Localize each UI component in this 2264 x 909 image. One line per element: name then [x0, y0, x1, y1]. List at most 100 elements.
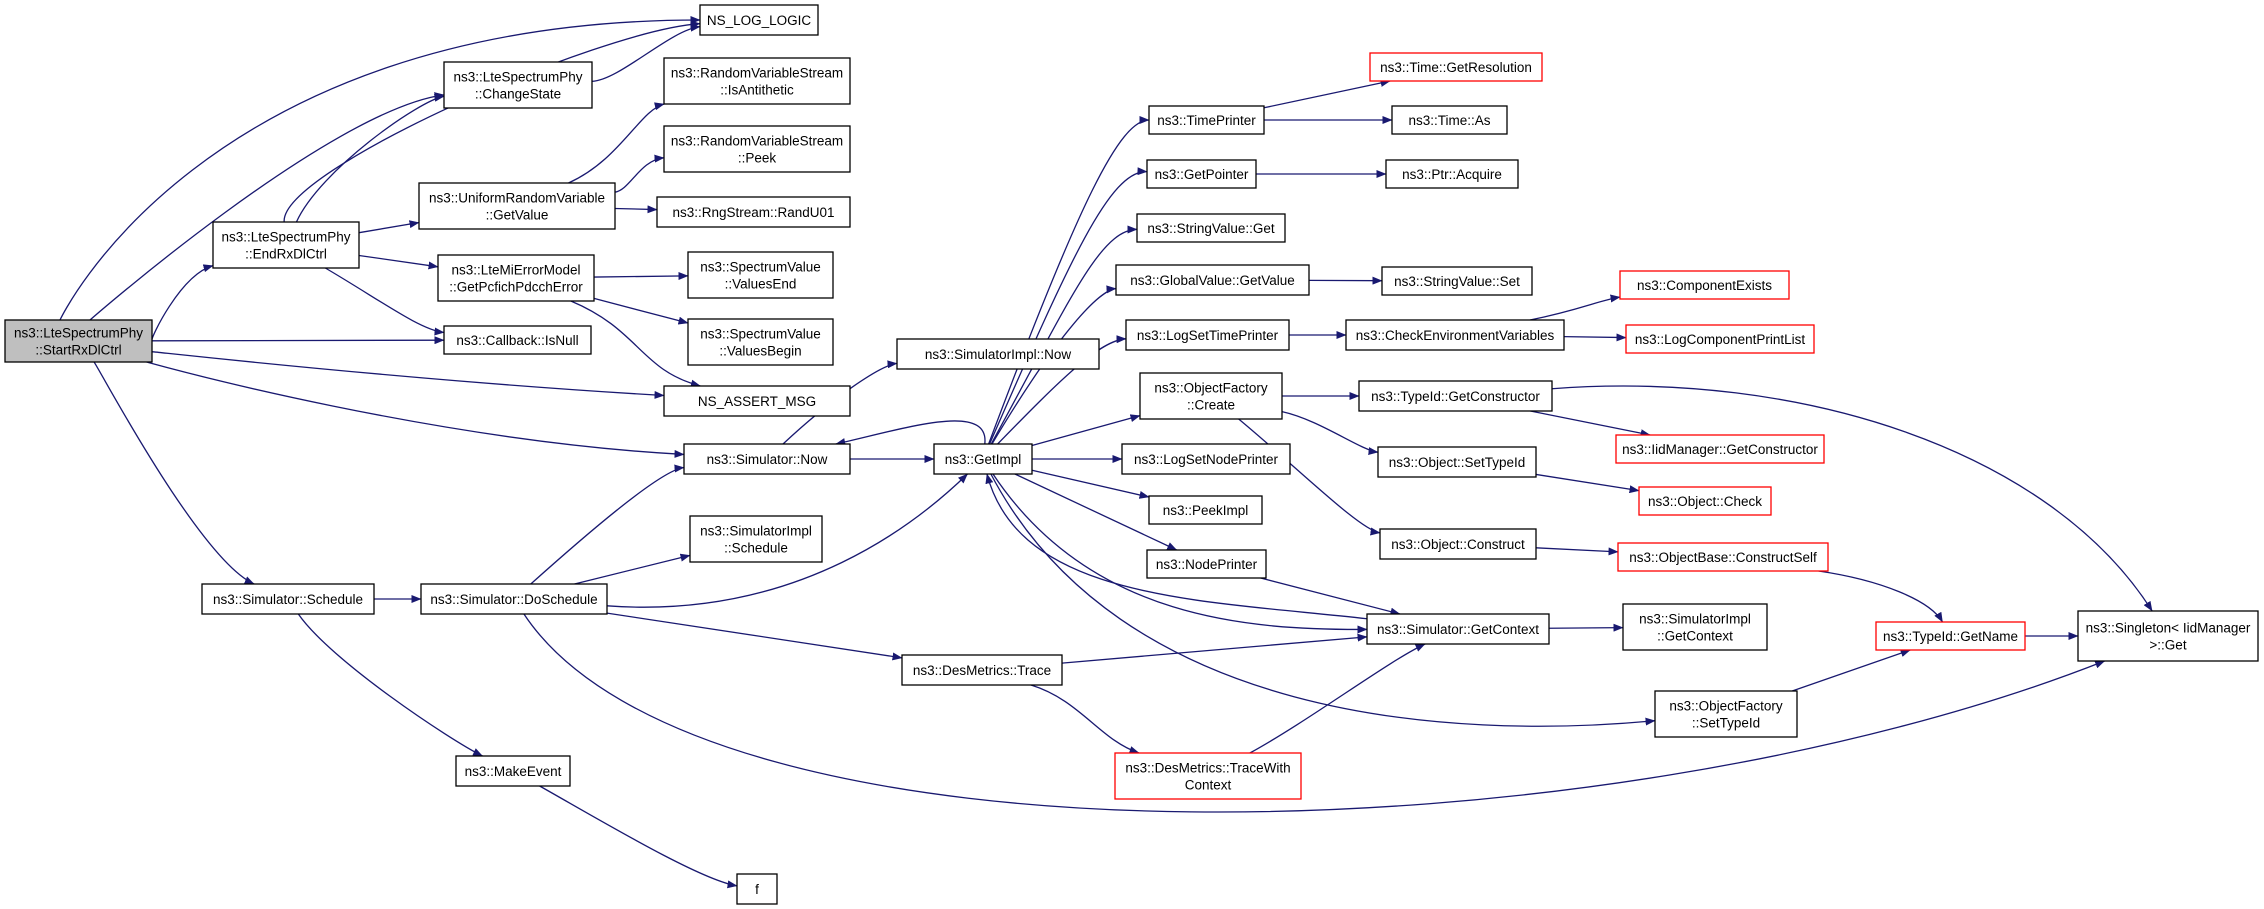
edge-getimpl-to-simnow [835, 420, 986, 446]
node-box [4, 319, 153, 363]
edge-getimpl-to-objfactcreate [1031, 414, 1141, 447]
node-box [687, 251, 834, 299]
node-box [437, 254, 595, 302]
node-objsettypeid[interactable]: ns3::Object::SetTypeId [1377, 446, 1537, 478]
node-objconstruct[interactable]: ns3::Object::Construct [1379, 528, 1537, 560]
node-objfactcreate[interactable]: ns3::ObjectFactory::Create [1139, 372, 1283, 420]
node-timeprinter[interactable]: ns3::TimePrinter [1148, 105, 1265, 135]
node-changestate[interactable]: ns3::LteSpectrumPhy::ChangeState [443, 61, 593, 109]
node-mierr[interactable]: ns3::LteMiErrorModel::GetPcfichPdcchErro… [437, 254, 595, 302]
node-schedule[interactable]: ns3::Simulator::Schedule [201, 583, 375, 615]
edge-urvget-to-randu01 [614, 205, 658, 214]
edge-doschedule-to-getimpl [606, 473, 968, 608]
node-isanti[interactable]: ns3::RandomVariableStream::IsAntithetic [663, 57, 851, 105]
edge-objfactcreate-to-objsettypeid [1281, 410, 1379, 456]
node-simgetctx[interactable]: ns3::Simulator::GetContext [1366, 613, 1550, 645]
node-box [1115, 264, 1310, 296]
node-label: ns3::Simulator::GetContext [1377, 622, 1539, 637]
edge-endrx-to-isnull [324, 267, 445, 336]
node-label: ::IsAntithetic [720, 83, 794, 98]
node-logsetnode[interactable]: ns3::LogSetNodePrinter [1121, 443, 1291, 475]
node-destrace[interactable]: ns3::DesMetrics::Trace [901, 654, 1063, 686]
node-box [1146, 159, 1257, 189]
node-timegetres[interactable]: ns3::Time::GetResolution [1369, 52, 1543, 82]
node-box [663, 385, 851, 417]
node-label: ::Schedule [724, 541, 788, 556]
edge-getimpl-to-simgetctx [992, 473, 1368, 634]
node-start[interactable]: ns3::LteSpectrumPhy::StartRxDlCtrl [4, 319, 153, 363]
node-compexists[interactable]: ns3::ComponentExists [1619, 270, 1790, 300]
edge-mierr-to-assert [570, 300, 701, 388]
node-simimplnow[interactable]: ns3::SimulatorImpl::Now [896, 338, 1100, 370]
node-globalget[interactable]: ns3::GlobalValue::GetValue [1115, 264, 1310, 296]
node-label: ns3::Time::GetResolution [1380, 60, 1532, 75]
node-valbegin[interactable]: ns3::SpectrumValue::ValuesBegin [687, 318, 834, 366]
node-simimplgetctx[interactable]: ns3::SimulatorImpl::GetContext [1622, 603, 1768, 651]
node-objbaseconstruct[interactable]: ns3::ObjectBase::ConstructSelf [1617, 542, 1829, 572]
node-label: ns3::SimulatorImpl::Now [925, 347, 1072, 362]
node-box [420, 583, 608, 615]
node-box [1875, 621, 2026, 651]
node-simnow[interactable]: ns3::Simulator::Now [683, 443, 851, 475]
node-typeidgetname[interactable]: ns3::TypeId::GetName [1875, 621, 2026, 651]
node-objfactsettypeid[interactable]: ns3::ObjectFactory::SetTypeId [1654, 690, 1798, 738]
node-label: ns3::LteSpectrumPhy [221, 230, 350, 245]
node-strvalset[interactable]: ns3::StringValue::Set [1381, 266, 1533, 296]
node-box [212, 221, 360, 269]
node-peekimpl[interactable]: ns3::PeekImpl [1148, 495, 1263, 525]
edge-doschedule-to-destrace [606, 612, 903, 661]
node-nslog[interactable]: NS_LOG_LOGIC [699, 4, 819, 36]
node-box [1622, 603, 1768, 651]
call-nodes: ns3::LteSpectrumPhy::StartRxDlCtrl NS_LOG… [4, 4, 2259, 905]
node-box [1114, 752, 1302, 800]
node-box [1369, 52, 1543, 82]
node-label: ns3::IidManager::GetConstructor [1622, 442, 1818, 457]
node-endrx[interactable]: ns3::LteSpectrumPhy::EndRxDlCtrl [212, 221, 360, 269]
node-label: ns3::Callback::IsNull [456, 333, 578, 348]
node-box [896, 338, 1100, 370]
node-box [1136, 213, 1286, 243]
node-assert[interactable]: NS_ASSERT_MSG [663, 385, 851, 417]
node-peek[interactable]: ns3::RandomVariableStream::Peek [663, 125, 851, 173]
edge-schedule-to-makeevent [297, 613, 483, 757]
node-typeidgetctor[interactable]: ns3::TypeId::GetConstructor [1358, 380, 1553, 412]
node-makeevent[interactable]: ns3::MakeEvent [455, 755, 571, 787]
node-logsettime[interactable]: ns3::LogSetTimePrinter [1125, 319, 1290, 351]
node-checkenv[interactable]: ns3::CheckEnvironmentVariables [1345, 319, 1565, 351]
node-iidmgrgetctor[interactable]: ns3::IidManager::GetConstructor [1615, 434, 1825, 464]
node-singleton[interactable]: ns3::Singleton< IidManager>::Get [2077, 610, 2259, 662]
node-label: Context [1185, 778, 1232, 793]
node-nodeprinter[interactable]: ns3::NodePrinter [1146, 549, 1267, 579]
node-simimplsched[interactable]: ns3::SimulatorImpl::Schedule [689, 515, 823, 563]
node-randu01[interactable]: ns3::RngStream::RandU01 [656, 196, 851, 228]
node-valend[interactable]: ns3::SpectrumValue::ValuesEnd [687, 251, 834, 299]
node-label: ns3::Ptr::Acquire [1402, 167, 1502, 182]
node-strvalget[interactable]: ns3::StringValue::Get [1136, 213, 1286, 243]
node-box [455, 755, 571, 787]
node-label: ::ChangeState [475, 87, 561, 102]
node-getpointer[interactable]: ns3::GetPointer [1146, 159, 1257, 189]
node-getimpl[interactable]: ns3::GetImpl [933, 443, 1033, 475]
node-label: ::ValuesBegin [719, 344, 801, 359]
node-objcheck[interactable]: ns3::Object::Check [1638, 486, 1772, 516]
node-f[interactable]: f [736, 873, 778, 905]
node-box [1148, 495, 1263, 525]
node-label: ns3::GetImpl [945, 452, 1022, 467]
edge-doschedule-to-simnow [530, 464, 685, 585]
edge-objsettypeid-to-objcheck [1535, 473, 1640, 494]
node-timeas[interactable]: ns3::Time::As [1391, 105, 1508, 135]
edge-timeprinter-to-timegetres [1263, 79, 1391, 109]
node-isnull[interactable]: ns3::Callback::IsNull [443, 325, 592, 355]
node-box [1366, 613, 1550, 645]
edge-doschedule-to-simimplsched [574, 553, 691, 585]
node-urvget[interactable]: ns3::UniformRandomVariable::GetValue [418, 182, 616, 230]
node-box [1381, 266, 1533, 296]
node-logcomplist[interactable]: ns3::LogComponentPrintList [1625, 324, 1815, 354]
edge-getimpl-to-getpointer [988, 167, 1148, 445]
node-ptracquire[interactable]: ns3::Ptr::Acquire [1385, 159, 1519, 189]
edge-start-to-schedule [93, 361, 255, 585]
node-label: ns3::LteMiErrorModel [451, 263, 580, 278]
node-doschedule[interactable]: ns3::Simulator::DoSchedule [420, 583, 608, 615]
edge-objfactcreate-to-objconstruct [1238, 418, 1381, 536]
